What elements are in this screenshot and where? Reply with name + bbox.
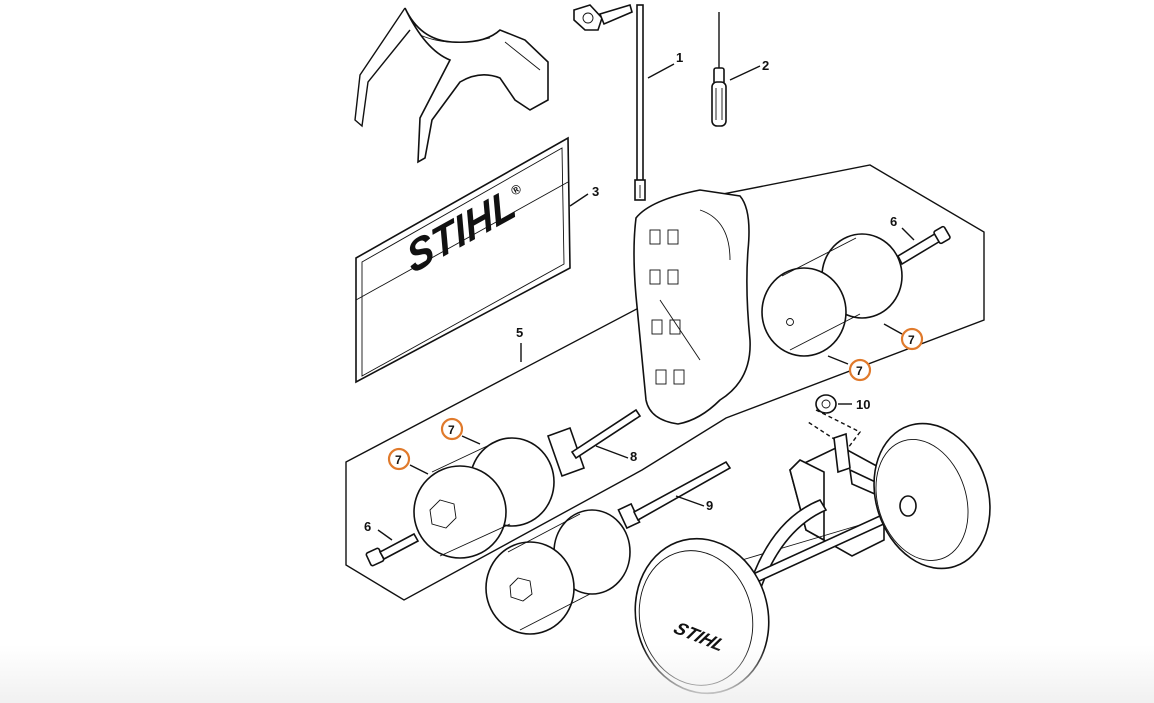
- label-part-6-top: 6: [890, 214, 897, 229]
- leader-line-9: [675, 495, 705, 507]
- label-part-3: 3: [592, 184, 599, 199]
- svg-text:7: 7: [908, 333, 915, 347]
- callout-part-7-b: 7: [827, 355, 872, 382]
- bolt-bottom: [365, 532, 420, 567]
- spacer-washer: [815, 394, 837, 414]
- label-part-8: 8: [630, 449, 637, 464]
- tool-pouch: STIHL ®: [355, 136, 571, 384]
- callout-part-7-c: 7: [440, 417, 481, 445]
- label-part-1: 1: [676, 50, 683, 65]
- label-part-5: 5: [516, 325, 523, 340]
- roller-pair-lower: [485, 509, 631, 635]
- svg-text:7: 7: [395, 453, 402, 467]
- roller-pair-right: [761, 233, 903, 357]
- leader-line-3: [569, 193, 589, 207]
- roller-pair-left: [413, 437, 555, 559]
- safety-glasses: [354, 7, 549, 164]
- guide-housing: [633, 189, 751, 425]
- combination-wrench: [573, 4, 646, 201]
- leader-line-8: [595, 445, 629, 459]
- callout-part-7-a: 7: [883, 323, 924, 351]
- screwdriver: [711, 12, 727, 127]
- axle-bolt: [617, 460, 732, 530]
- label-part-2: 2: [762, 58, 769, 73]
- leader-line-1: [647, 63, 675, 79]
- leader-line-6-bottom: [377, 529, 393, 541]
- svg-text:7: 7: [448, 423, 455, 437]
- clamp-bolt: [546, 408, 642, 478]
- wheel-near: STIHL: [634, 537, 770, 695]
- svg-text:7: 7: [856, 364, 863, 378]
- label-part-10: 10: [856, 397, 870, 412]
- callout-part-7-d: 7: [387, 447, 429, 475]
- label-part-9: 9: [706, 498, 713, 513]
- wheel-far: [873, 422, 991, 570]
- leader-line-2: [729, 65, 761, 81]
- leader-line-6-top: [901, 227, 915, 241]
- bolt-top: [896, 225, 951, 266]
- label-part-6-bottom: 6: [364, 519, 371, 534]
